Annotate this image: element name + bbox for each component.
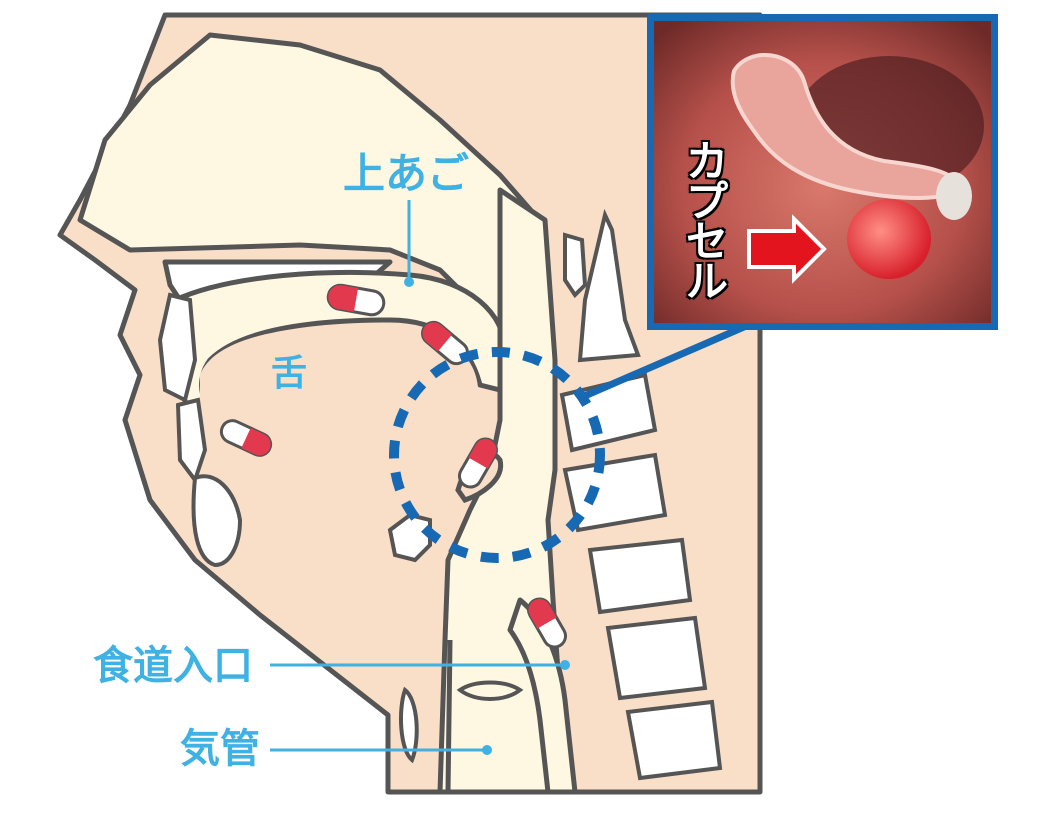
photo-capsule [847,199,931,279]
endoscope-photo [647,14,998,330]
cartilage-ring [456,680,524,701]
vertebra-5 [625,699,723,781]
dotted-highlight-circle [389,347,605,563]
esophagus-entrance-label: 食道入口 [93,643,253,689]
vertebra-top-spike [577,208,641,363]
vertebra-2 [562,452,668,533]
vertebra-3 [587,537,693,615]
trachea-label: 気管 [180,726,260,772]
endoscope-image [654,21,991,323]
esophagus-leader [270,660,570,670]
tongue-label: 舌 [271,353,308,394]
vertebra-small [563,232,588,299]
palate-label: 上あご [343,149,470,198]
lower-tooth [175,397,208,485]
capsule-pill-icon [421,320,469,366]
vertebra-4 [605,615,708,701]
red-arrow-icon [747,214,827,284]
jaw-bone [191,474,243,568]
palate-leader [404,200,414,287]
capsule-label: カプセル [685,137,729,306]
thyroid-cartilage [399,686,419,764]
capsule-pill-icon [458,437,498,489]
callout-line [578,316,762,402]
capsule-pill-icon [527,597,567,649]
trachea-wall [445,639,453,793]
trachea-leader [270,745,492,755]
capsule-pill-icon [326,283,386,317]
capsule-pill-icon [219,419,273,457]
upper-tooth [157,292,198,403]
